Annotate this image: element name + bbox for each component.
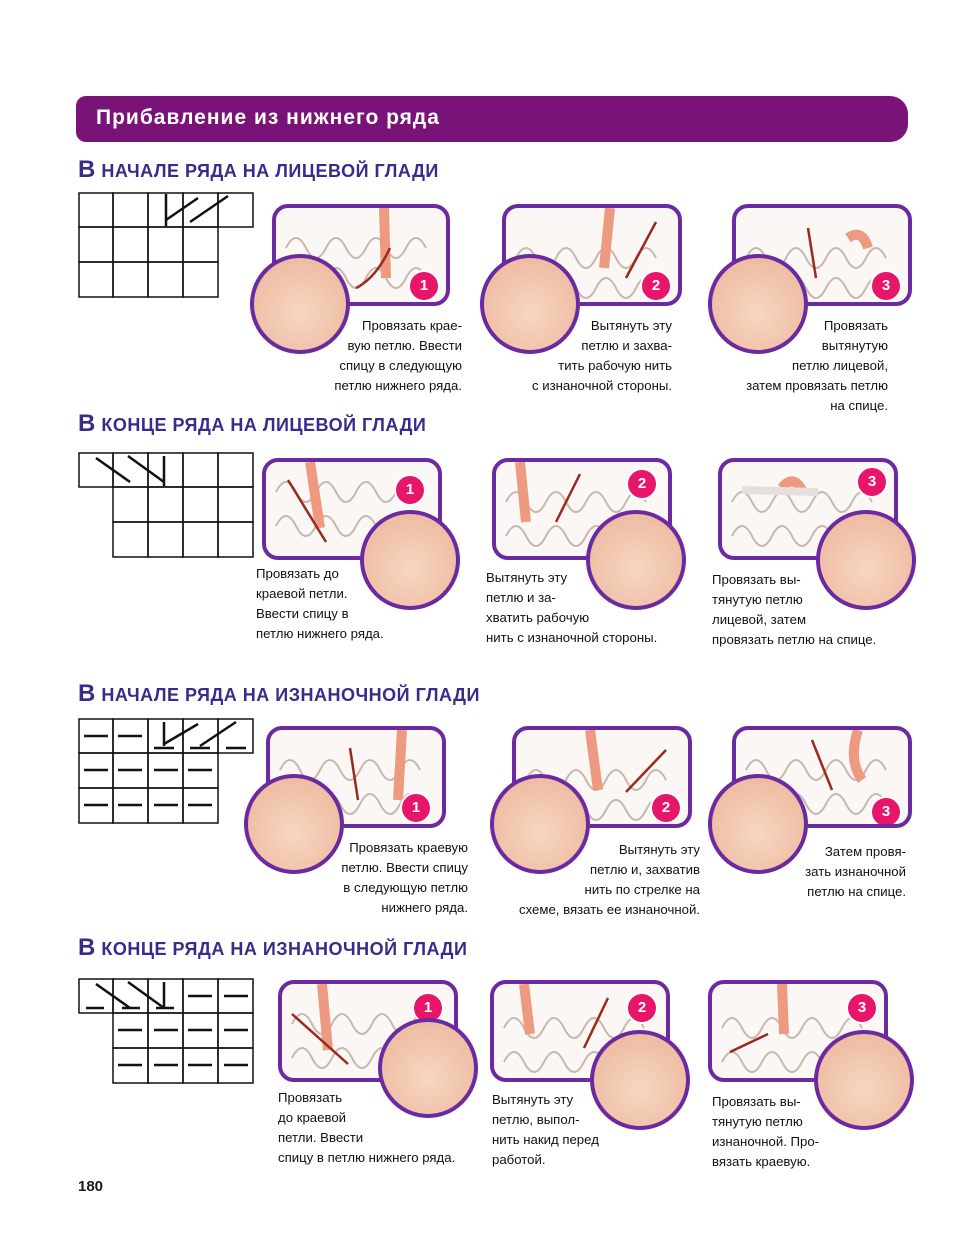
purl-chart-3 [78,718,254,824]
page-number: 180 [78,1178,104,1195]
photo-inset-6 [816,510,916,610]
step-caption-1: Провязать крае- вую петлю. Ввести спицу … [334,318,462,393]
photo-inset-5 [586,510,686,610]
step-caption-10: Провязать до краевой петли. Ввести спицу… [278,1090,456,1165]
step-number-badge: 1 [408,270,440,302]
purl-chart-4 [78,978,254,1084]
photo-inset-12 [814,1030,914,1130]
step-caption-2: Вытянуть эту петлю и захва- тить рабочую… [531,318,672,393]
section-title-4: В КОНЦЕ РЯДА НА ИЗНАНОЧНОЙ ГЛАДИ [78,934,468,961]
knit-chart-1 [78,192,254,298]
step-caption-7: Провязать краевую петлю. Ввести спицу в … [341,840,468,915]
section-title-2: В КОНЦЕ РЯДА НА ЛИЦЕВОЙ ГЛАДИ [78,410,427,437]
photo-inset-4 [360,510,460,610]
step-caption-12: Провязать вы- тянутую петлю изнаночной. … [712,1094,820,1169]
step-caption-8: Вытянуть эту петлю и, захватив нить по с… [519,842,700,917]
photo-inset-11 [590,1030,690,1130]
photo-inset-1 [250,254,350,354]
photo-inset-7 [244,774,344,874]
step-caption-3: Провязать вытянутую петлю лицевой, затем… [746,318,888,413]
photo-inset-9 [708,774,808,874]
step-number-badge: 2 [640,270,672,302]
section-title-3: В НАЧАЛЕ РЯДА НА ИЗНАНОЧНОЙ ГЛАДИ [78,680,480,707]
step-number-badge: 1 [394,474,426,506]
step-number-badge: 1 [400,792,432,824]
step-number-badge: 2 [626,992,658,1024]
step-caption-11: Вытянуть эту петлю, выпол- нить накид пе… [492,1092,599,1167]
step-caption-6: Провязать вы- тянутую петлю лицевой, зат… [712,572,877,647]
step-number-badge: 2 [626,468,658,500]
step-number-badge: 3 [846,992,878,1024]
photo-inset-2 [480,254,580,354]
step-number-badge: 3 [856,466,888,498]
step-caption-9: Затем провя- зать изнаночной петлю на сп… [805,844,906,899]
knit-chart-2 [78,452,254,558]
photo-inset-3 [708,254,808,354]
step-number-badge: 3 [870,796,902,824]
section-banner: Прибавление из нижнего ряда [76,96,908,142]
photo-inset-8 [490,774,590,874]
step-illustration-6: 3 [718,458,898,560]
step-illustration-4: 1 [262,458,442,560]
step-number-badge: 3 [870,270,902,302]
step-caption-4: Провязать до краевой петли. Ввести спицу… [256,566,384,641]
step-number-badge: 2 [650,792,682,824]
step-caption-5: Вытянуть эту петлю и за- хватить рабочую… [486,570,658,645]
photo-inset-10 [378,1018,478,1118]
section-title-1: В НАЧАЛЕ РЯДА НА ЛИЦЕВОЙ ГЛАДИ [78,156,439,183]
page-title: Прибавление из нижнего ряда [96,106,440,129]
